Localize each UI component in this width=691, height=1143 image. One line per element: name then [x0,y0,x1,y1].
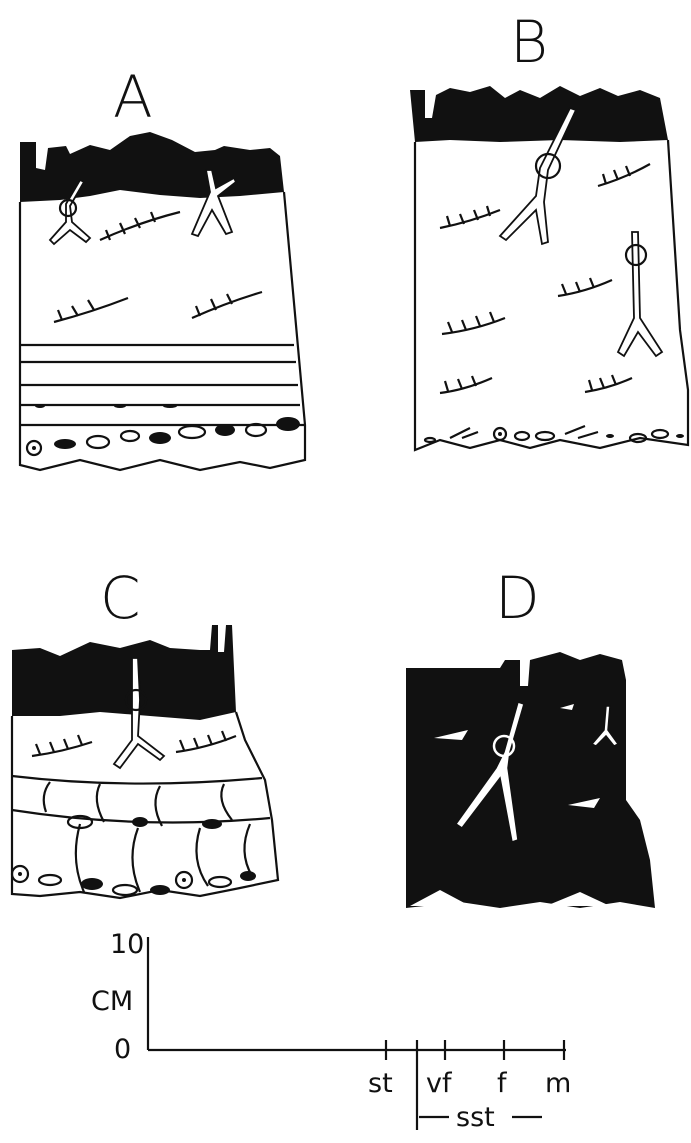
panel-c-dark-topsoil [12,625,236,720]
scale-y-zero: 0 [114,1034,131,1065]
tick-label-f: f [497,1068,508,1099]
grain-size-scale: 10 CM 0 st vf f m sst [91,929,571,1133]
panel-b-dark-topsoil [410,86,668,142]
panel-b-column-outline [415,140,688,450]
panel-d-dark-column [406,652,655,908]
tick-label-m: m [545,1068,571,1099]
panel-a-laminae [20,345,305,425]
panel-c-label: C [100,564,141,632]
panel-d: D [406,564,655,908]
scale-y-unit: CM [91,986,133,1017]
panel-c-nodules [12,816,256,895]
panel-a-dark-topsoil [20,132,284,202]
panel-b-label: B [510,8,548,76]
panel-c-prismatic-cracks [44,782,252,892]
panel-c-horizons [12,776,270,823]
sst-label: sst [456,1102,495,1133]
panel-c-column-outline [12,712,278,898]
panel-a-basal-clasts [27,404,300,455]
panel-b: B [410,8,688,450]
panel-d-label: D [495,564,540,632]
panel-b-basal-clasts [425,426,684,442]
scale-y-top: 10 [110,929,144,960]
panel-b-root-traces [500,108,662,356]
panel-a-label: A [113,63,153,131]
tick-label-st: st [368,1068,393,1099]
panel-a: A [20,63,305,470]
tick-label-vf: vf [426,1068,453,1099]
panel-c: C [12,564,278,898]
